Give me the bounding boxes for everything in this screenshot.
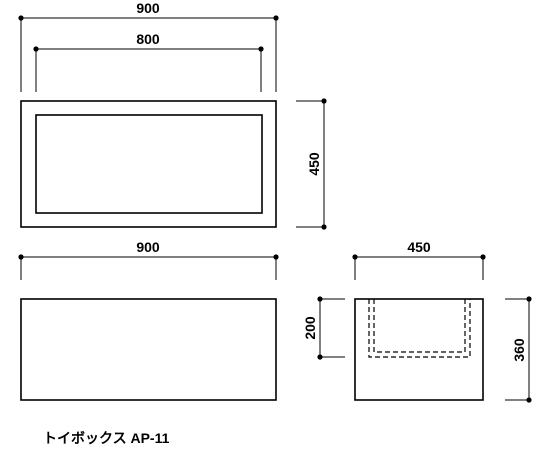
- front-outline: [20, 298, 277, 401]
- side-outline: [354, 298, 484, 401]
- front-width-label: 900: [136, 239, 160, 255]
- side-view: 450 200 360: [302, 239, 532, 403]
- side-width-dimension: 450: [352, 239, 486, 280]
- top-view: 900 800 450: [18, 0, 327, 230]
- top-depth-dimension: 450: [296, 98, 327, 230]
- side-hidden-compartment: [368, 299, 471, 358]
- side-height-label: 360: [511, 338, 527, 362]
- front-view: 900: [18, 239, 279, 401]
- top-overall-width-label: 900: [136, 0, 160, 16]
- top-inner-outline: [35, 114, 263, 214]
- top-overall-width-dimension: 900: [18, 0, 279, 92]
- front-width-dimension: 900: [18, 239, 279, 280]
- side-height-dimension: 360: [505, 296, 532, 403]
- side-inner-depth-dimension: 200: [302, 296, 345, 360]
- top-depth-label: 450: [306, 152, 322, 176]
- top-inner-width-label: 800: [136, 31, 160, 47]
- side-width-label: 450: [407, 239, 431, 255]
- product-caption: トイボックス AP-11: [43, 430, 170, 446]
- top-outer-outline: [20, 100, 277, 228]
- side-inner-depth-label: 200: [302, 316, 318, 340]
- top-inner-width-dimension: 800: [33, 31, 264, 92]
